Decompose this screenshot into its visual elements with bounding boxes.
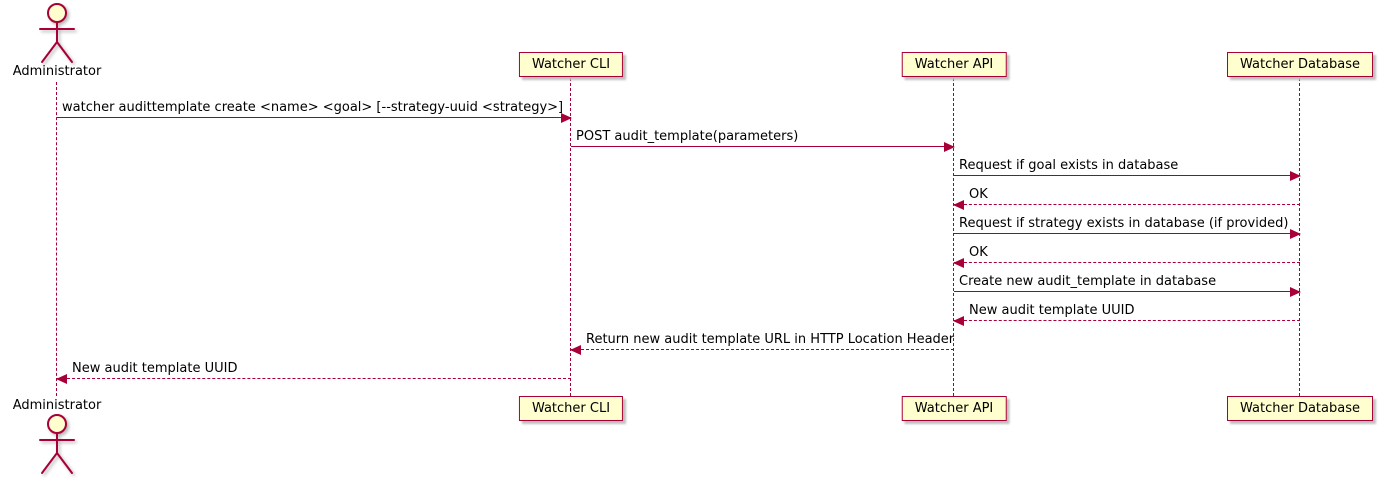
arrowhead-icon	[953, 258, 964, 268]
message-label: New audit template UUID	[969, 303, 1135, 318]
arrowhead-icon	[1290, 287, 1301, 297]
actor-figure-top-administrator	[39, 3, 75, 63]
arrowhead-icon	[570, 345, 581, 355]
message-label: OK	[969, 187, 988, 202]
message-label: Return new audit template URL in HTTP Lo…	[586, 332, 955, 347]
actor-figure-bottom-administrator	[39, 414, 75, 474]
message-line	[954, 233, 1300, 234]
message-line	[954, 204, 1300, 205]
message-1: watcher audittemplate create <name> <goa…	[57, 100, 572, 123]
participant-box-bottom-watcher-api: Watcher API	[901, 396, 1007, 421]
message-line	[954, 320, 1300, 321]
message-7: Create new audit_template in database	[954, 274, 1301, 297]
participant-box-bottom-watcher-cli: Watcher CLI	[518, 396, 624, 421]
arrowhead-icon	[953, 200, 964, 210]
message-6: OK	[953, 245, 1300, 268]
message-9: Return new audit template URL in HTTP Lo…	[570, 332, 955, 355]
arrowhead-icon	[1290, 171, 1301, 181]
message-label: OK	[969, 245, 988, 260]
participant-box-top-watcher-db: Watcher Database	[1227, 52, 1373, 77]
lifeline-administrator	[56, 82, 57, 396]
arrowhead-icon	[56, 374, 67, 384]
message-line	[571, 146, 954, 147]
message-label: Create new audit_template in database	[959, 274, 1217, 289]
arrowhead-icon	[1290, 229, 1301, 239]
message-line	[954, 175, 1300, 176]
lifeline-watcher-api	[953, 78, 954, 396]
message-label: Request if strategy exists in database (…	[959, 216, 1289, 231]
actor-label-bottom-administrator: Administrator	[12, 398, 102, 413]
participant-box-top-watcher-cli: Watcher CLI	[518, 52, 624, 77]
message-4: OK	[953, 187, 1300, 210]
lifeline-watcher-cli	[570, 78, 571, 396]
participant-box-bottom-watcher-db: Watcher Database	[1227, 396, 1373, 421]
message-label: POST audit_template(parameters)	[576, 129, 799, 144]
actor-label-top-administrator: Administrator	[12, 64, 102, 79]
message-line	[954, 291, 1300, 292]
message-line	[57, 117, 571, 118]
message-line	[954, 262, 1300, 263]
message-3: Request if goal exists in database	[954, 158, 1301, 181]
message-label: watcher audittemplate create <name> <goa…	[62, 100, 564, 115]
message-label: Request if goal exists in database	[959, 158, 1179, 173]
message-2: POST audit_template(parameters)	[571, 129, 955, 152]
arrowhead-icon	[953, 316, 964, 326]
message-label: New audit template UUID	[72, 361, 238, 376]
arrowhead-icon	[561, 113, 572, 123]
message-line	[57, 378, 571, 379]
message-8: New audit template UUID	[953, 303, 1300, 326]
arrowhead-icon	[944, 142, 955, 152]
message-line	[571, 349, 954, 350]
participant-box-top-watcher-api: Watcher API	[901, 52, 1007, 77]
message-10: New audit template UUID	[56, 361, 571, 384]
message-5: Request if strategy exists in database (…	[954, 216, 1301, 239]
